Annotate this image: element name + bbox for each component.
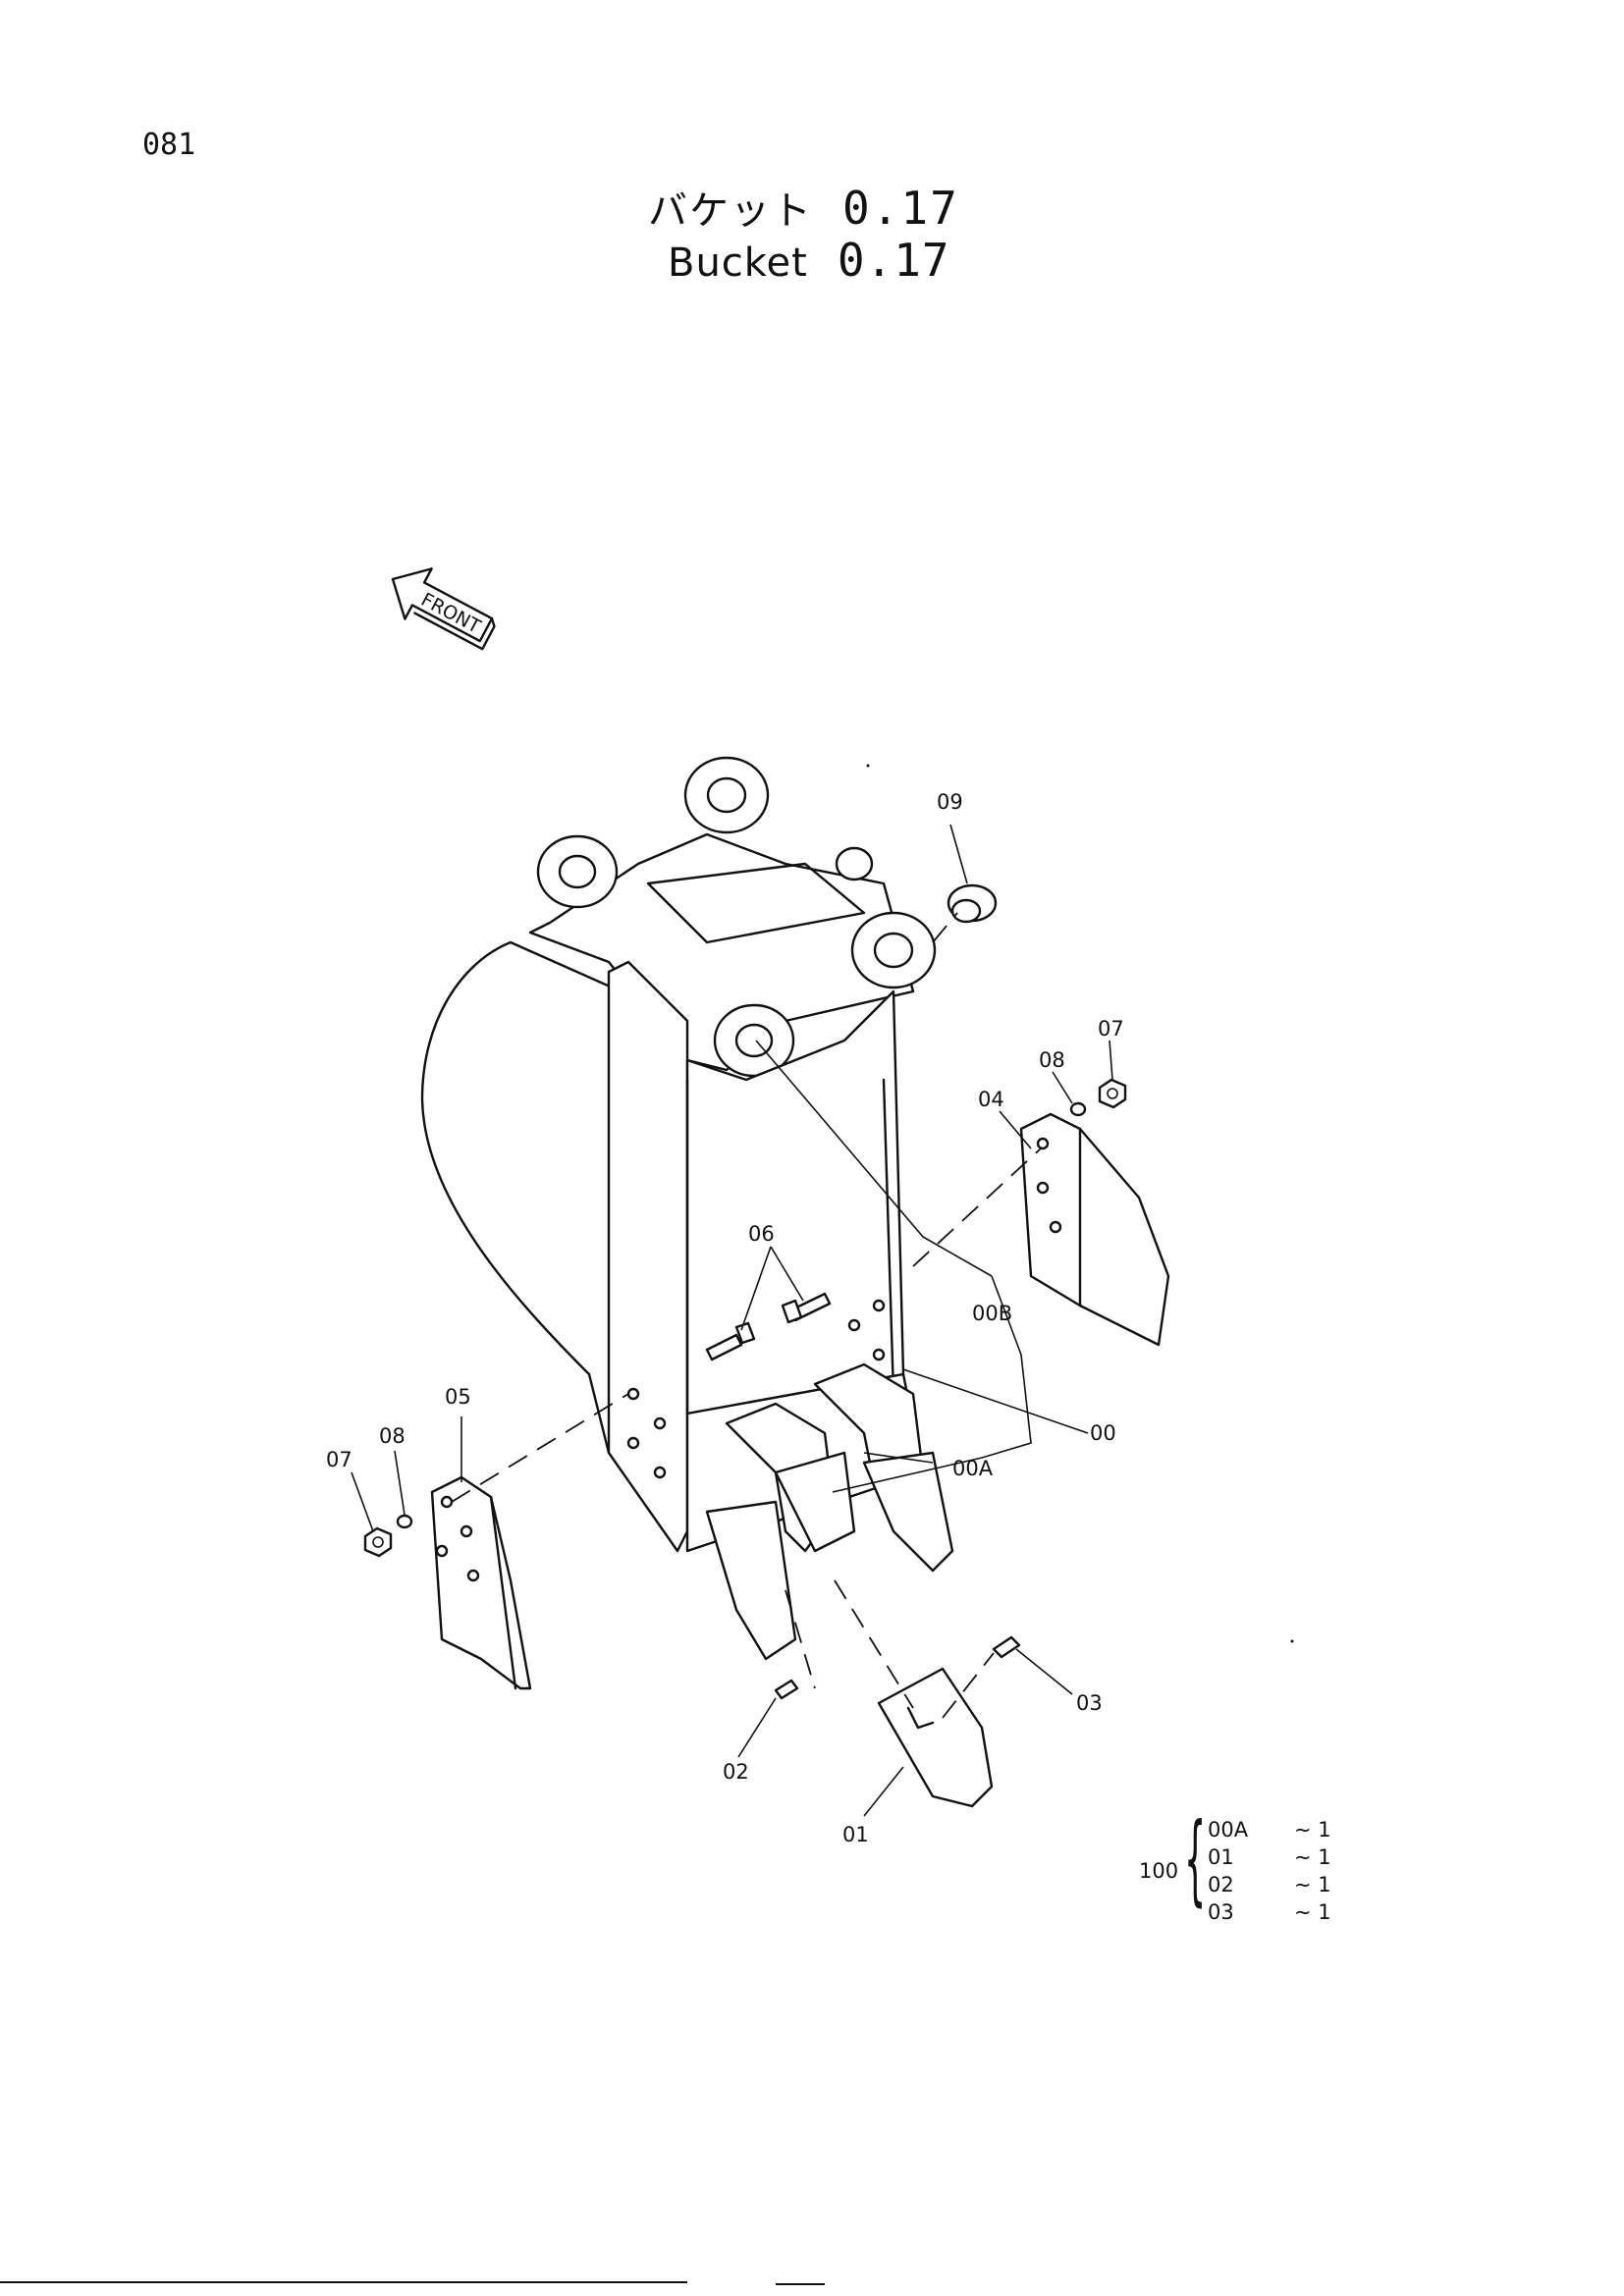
washer-part-08-left <box>396 1514 413 1529</box>
kit-number: 100 <box>1139 1859 1179 1883</box>
washer-part-08-right <box>1069 1101 1087 1117</box>
kit-row: 02 ∼ 1 <box>1208 1873 1384 1896</box>
kit-brace: { <box>1184 1801 1207 1916</box>
title-english-text: Bucket <box>668 240 808 286</box>
front-arrow-icon: FRONT <box>391 567 496 651</box>
callout-02: 02 <box>723 1760 749 1784</box>
callout-04: 04 <box>978 1088 1004 1111</box>
nut-part-07-left <box>363 1526 393 1558</box>
kit-row: 00A ∼ 1 <box>1208 1818 1384 1842</box>
side-cutter-part-04 <box>1019 1112 1170 1347</box>
bolt-part-06-b <box>781 1292 832 1324</box>
kit-row: 01 ∼ 1 <box>1208 1845 1384 1869</box>
bolt-part-06-a <box>705 1321 756 1362</box>
kit-item-code: 00A <box>1208 1818 1249 1842</box>
pin-part-03 <box>992 1635 1021 1659</box>
side-cutter-part-05 <box>430 1475 532 1690</box>
kit-item-qty: ∼ 1 <box>1294 1845 1331 1869</box>
title-english: Bucket 0.17 <box>668 234 950 287</box>
kit-item-qty: ∼ 1 <box>1294 1900 1331 1924</box>
callout-07-right: 07 <box>1098 1017 1124 1041</box>
kit-row: 03 ∼ 1 <box>1208 1900 1384 1924</box>
title-japanese: バケット 0.17 <box>648 179 959 236</box>
tooth-adapters <box>705 1362 954 1661</box>
tooth-part-01 <box>877 1667 994 1808</box>
lock-pin-part-02 <box>774 1679 799 1700</box>
kit-item-qty: ∼ 1 <box>1294 1873 1331 1896</box>
kit-item-code: 03 <box>1208 1900 1234 1924</box>
title-capacity-en: 0.17 <box>837 234 950 287</box>
callout-00: 00 <box>1090 1421 1116 1445</box>
kit-item-code: 02 <box>1208 1873 1234 1896</box>
callout-05: 05 <box>445 1385 471 1409</box>
bucket-body <box>420 756 937 1553</box>
callout-09: 09 <box>937 790 963 814</box>
kit-item-code: 01 <box>1208 1845 1234 1869</box>
callout-00B: 00B <box>972 1302 1012 1325</box>
page-number: 081 <box>142 128 196 162</box>
kit-item-qty: ∼ 1 <box>1294 1818 1331 1842</box>
callout-08-left: 08 <box>379 1424 406 1448</box>
title-japanese-text: バケット <box>648 188 813 234</box>
callout-07-left: 07 <box>326 1448 352 1471</box>
title-capacity-jp: 0.17 <box>842 182 959 235</box>
bushing-part-09 <box>947 883 998 924</box>
callout-03: 03 <box>1076 1691 1103 1715</box>
callout-00A: 00A <box>952 1457 994 1480</box>
nut-part-07-right <box>1098 1078 1127 1109</box>
callout-01: 01 <box>842 1823 869 1846</box>
callout-08-right: 08 <box>1039 1048 1065 1072</box>
callout-06: 06 <box>748 1222 775 1246</box>
